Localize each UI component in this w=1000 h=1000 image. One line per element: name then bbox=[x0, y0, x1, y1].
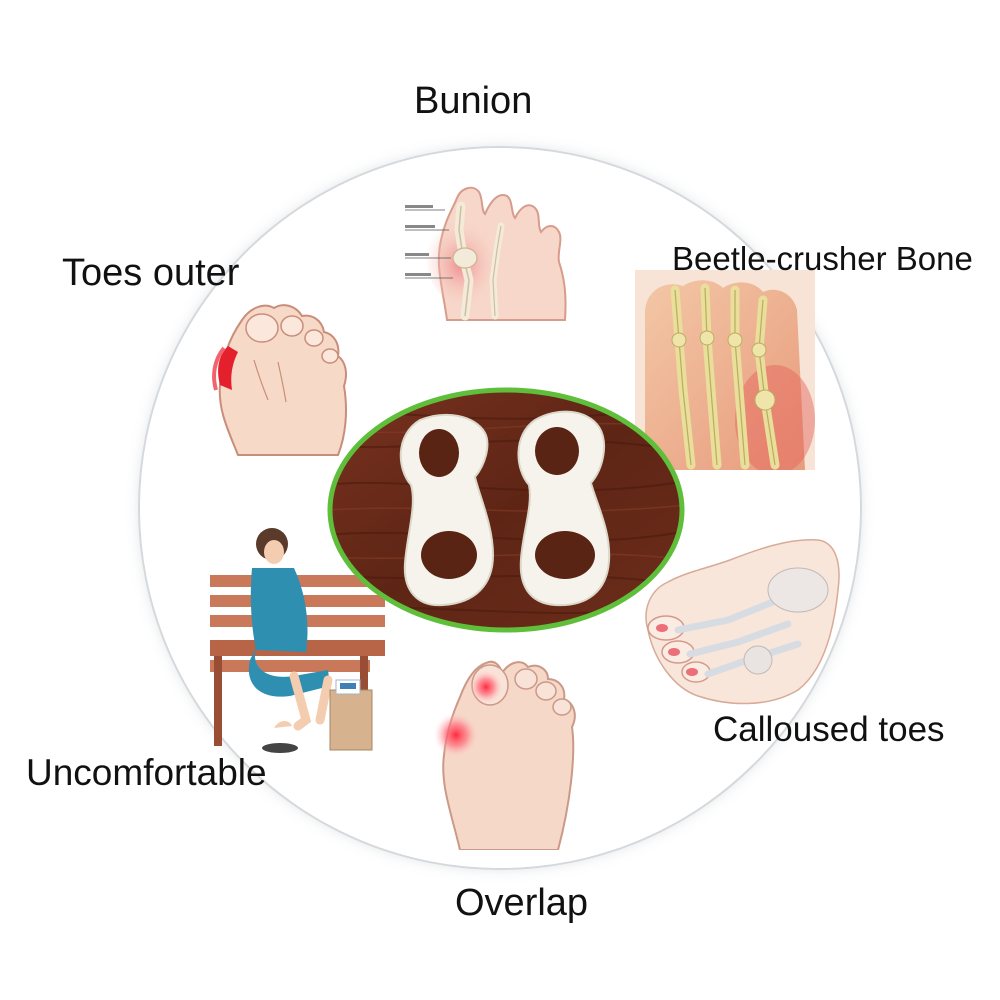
beetle-crusher-bone-xray-illustration bbox=[635, 270, 815, 470]
label-beetle-crusher-bone: Beetle-crusher Bone bbox=[672, 240, 973, 277]
label-overlap: Overlap bbox=[455, 882, 589, 924]
bunion-foot-illustration bbox=[405, 186, 567, 321]
calloused-toes-foot-illustration bbox=[645, 539, 840, 705]
label-uncomfortable: Uncomfortable bbox=[26, 752, 267, 793]
label-calloused-toes: Calloused toes bbox=[713, 710, 945, 749]
uncomfortable-woman-illustration bbox=[210, 528, 385, 753]
label-toes-outer: Toes outer bbox=[62, 252, 240, 294]
toe-separator-product-photo bbox=[327, 387, 685, 633]
toes-outer-foot-illustration bbox=[212, 304, 347, 456]
overlap-foot-illustration bbox=[434, 660, 576, 850]
label-bunion: Bunion bbox=[414, 80, 533, 122]
